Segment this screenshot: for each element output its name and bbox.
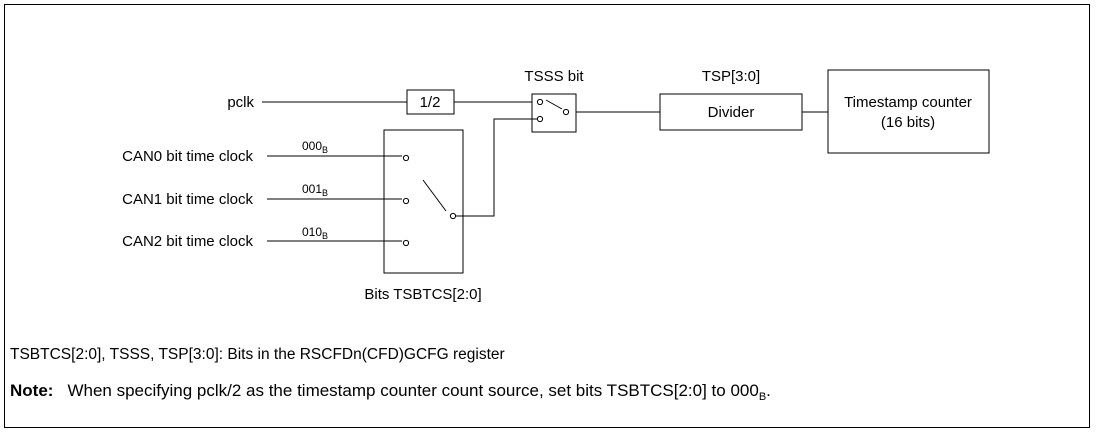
tsbtcs-contact-1	[402, 197, 410, 205]
can2-select-value: 010B	[302, 225, 328, 241]
half-divider-block	[406, 89, 455, 115]
tsss-contact-top	[536, 98, 544, 106]
tsbtcs-bits-label: Bits TSBTCS[2:0]	[364, 286, 481, 303]
tsss-contact-bottom	[536, 115, 544, 123]
can2-label: CAN2 bit time clock	[122, 233, 253, 250]
can1-select-value: 001B	[302, 182, 328, 198]
note-line: Note: When specifying pclk/2 as the times…	[10, 381, 771, 403]
figure-frame	[4, 4, 1090, 428]
timestamp-counter-label: Timestamp counter	[844, 94, 972, 111]
note-subscript: B	[758, 391, 767, 403]
can0-select-value: 000B	[302, 139, 328, 155]
can1-label: CAN1 bit time clock	[122, 191, 253, 208]
tsbtcs-contact-0	[402, 154, 410, 162]
note-label: Note:	[10, 381, 54, 400]
note-text: When specifying pclk/2 as the timestamp …	[67, 381, 759, 400]
tsbtcs-switch-arm	[422, 179, 447, 212]
timestamp-counter-block	[827, 69, 990, 154]
tsbtcs-contact-2	[402, 239, 410, 247]
pclk-label: pclk	[227, 94, 254, 111]
can0-label: CAN0 bit time clock	[122, 148, 253, 165]
timestamp-counter-bits-label: (16 bits)	[881, 114, 935, 131]
tsbtcs-contact-out	[449, 212, 457, 220]
tsbtcs-selector-block	[383, 129, 464, 274]
tsss-bit-label: TSSS bit	[524, 68, 584, 85]
tsp-label: TSP[3:0]	[702, 68, 760, 85]
tsss-contact-out	[562, 108, 570, 116]
note-period: .	[766, 381, 771, 400]
tsss-switch-arm	[545, 99, 563, 110]
half-divider-label: 1/2	[420, 94, 441, 111]
register-footnote: TSBTCS[2:0], TSSS, TSP[3:0]: Bits in the…	[10, 346, 505, 363]
tsbtcs-to-tsss-wire	[456, 118, 537, 217]
divider-label: Divider	[708, 104, 755, 121]
